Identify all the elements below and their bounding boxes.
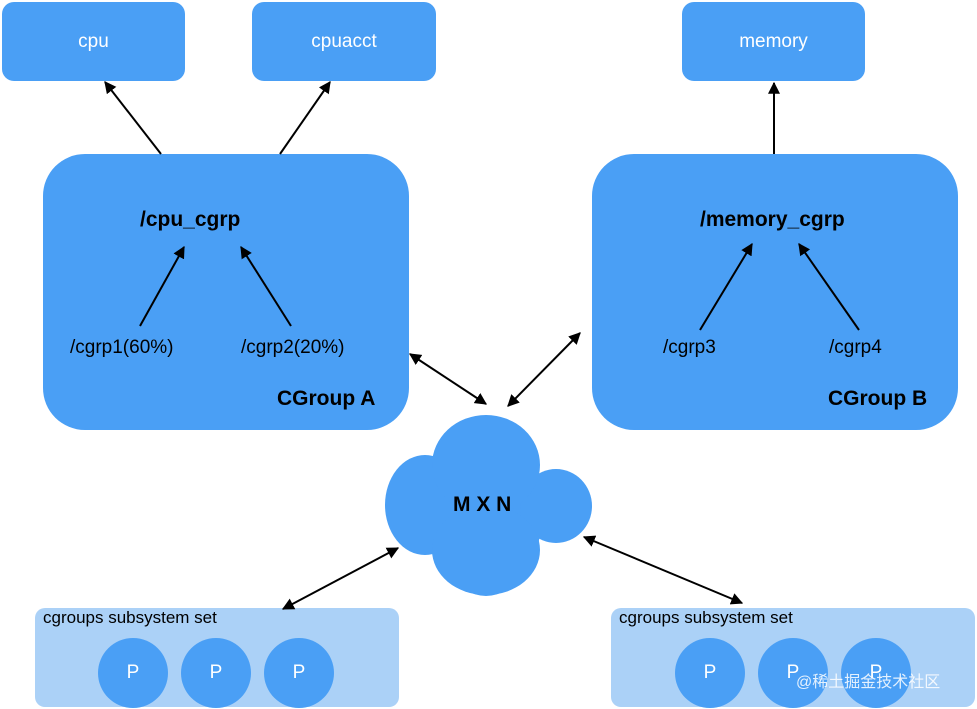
subsystem-cpuacct-label: cpuacct <box>311 30 377 52</box>
cgroup-a-child-2: /cgrp2(20%) <box>241 337 345 358</box>
arrow-cgrp1-to-root <box>139 245 185 327</box>
cgroup-b-root: /memory_cgrp <box>700 208 845 231</box>
cgroup-b-child-2: /cgrp4 <box>829 337 882 358</box>
process-label: P <box>786 662 800 683</box>
subsystem-cpuacct: cpuacct <box>252 2 436 81</box>
arrow-cgroup-b-hub <box>507 332 581 407</box>
arrow-cpu-cgrp-to-cpuacct <box>279 81 331 155</box>
cgroup-b-child-1: /cgrp3 <box>663 337 716 358</box>
arrow-cgrp2-to-root <box>240 245 292 327</box>
subsystem-cpu-label: cpu <box>78 30 109 52</box>
process-label: P <box>126 662 140 683</box>
process-label: P <box>703 662 717 683</box>
subsystem-memory: memory <box>682 2 865 81</box>
process-node: P <box>181 638 251 708</box>
subsystem-set-left: cgroups subsystem set P P P <box>35 608 399 708</box>
process-node: P <box>758 638 828 708</box>
cgroup-b-title: CGroup B <box>828 387 928 410</box>
arrow-set-right-hub <box>582 535 744 605</box>
hub-label: M X N <box>453 493 512 516</box>
cgroup-a-title: CGroup A <box>277 387 376 410</box>
subsystem-set-left-title: cgroups subsystem set <box>43 608 217 627</box>
cgroup-b <box>592 154 958 430</box>
subsystem-cpu: cpu <box>2 2 185 81</box>
subsystem-memory-label: memory <box>739 30 808 52</box>
process-node: P <box>675 638 745 708</box>
process-node: P <box>264 638 334 708</box>
cgroup-a <box>43 154 409 430</box>
arrow-cgroup-a-hub <box>408 353 488 405</box>
cgroup-a-root: /cpu_cgrp <box>140 208 241 231</box>
process-label: P <box>869 662 883 683</box>
process-node: P <box>841 638 911 708</box>
arrow-cpu-cgrp-to-cpu <box>104 81 162 155</box>
arrow-cgrp4-to-root <box>798 243 860 331</box>
watermark: @稀土掘金技术社区 <box>796 674 941 691</box>
subsystem-set-right-title: cgroups subsystem set <box>619 608 793 627</box>
process-node: P <box>98 638 168 708</box>
arrow-cgrp3-to-root <box>699 242 753 331</box>
process-label: P <box>292 662 306 683</box>
arrow-set-left-hub <box>281 547 400 610</box>
cgroup-a-child-1: /cgrp1(60%) <box>70 337 174 358</box>
subsystem-set-right: cgroups subsystem set P P P <box>611 608 975 708</box>
process-label: P <box>209 662 223 683</box>
